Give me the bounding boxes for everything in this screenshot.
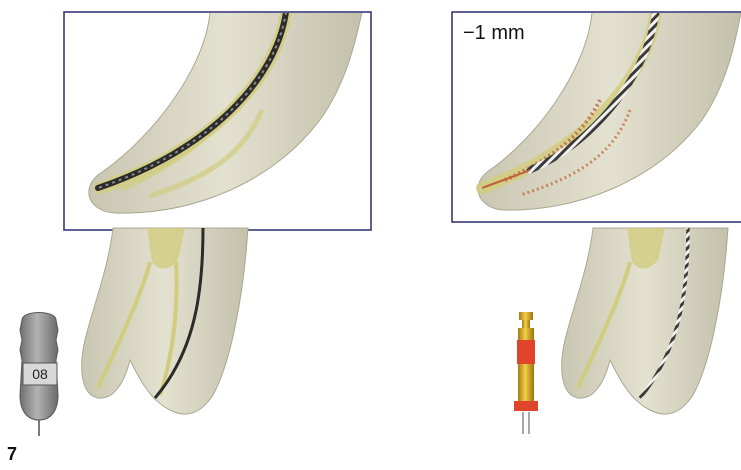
file-size-label: 08: [23, 363, 57, 385]
figure-number: 7: [7, 444, 17, 465]
left-tooth: [82, 228, 248, 414]
reciprocating-file-icon: [514, 312, 538, 434]
right-tooth: [562, 228, 728, 414]
left-zoom-panel: [64, 12, 371, 230]
depth-label: −1 mm: [463, 22, 525, 45]
